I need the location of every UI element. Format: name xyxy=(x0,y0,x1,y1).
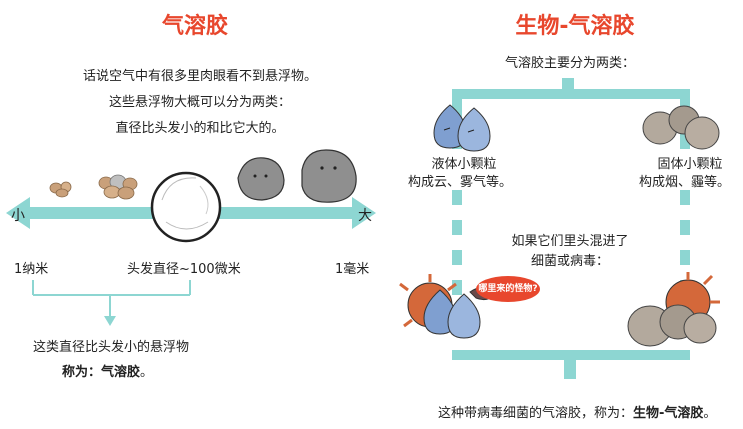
left-title: 气溶胶 xyxy=(161,14,228,39)
virus-rocks-cluster xyxy=(627,272,720,347)
solid-label-line-1: 固体小颗粒 xyxy=(657,157,723,172)
definition-line-1: 这类直径比头发小的悬浮物 xyxy=(33,340,190,355)
definition-prefix: 称为： xyxy=(62,365,102,380)
scale-label-hair: 头发直径~100微米 xyxy=(127,262,241,277)
bottom-suffix: 。 xyxy=(703,406,717,421)
tiny-dust-particles xyxy=(49,181,72,198)
right-subtitle: 气溶胶主要分为两类： xyxy=(504,56,635,71)
gray-rock-medium xyxy=(237,157,285,201)
small-range-bracket xyxy=(32,280,191,318)
hair-cross-section xyxy=(150,171,222,243)
intro-line-1: 话说空气中有很多里肉眼看不到悬浮物。 xyxy=(82,69,317,84)
solid-rocks xyxy=(642,105,720,150)
scale-label-nanometer: 1纳米 xyxy=(14,262,49,277)
definition-term: 气溶胶 xyxy=(101,365,141,380)
axis-large-label: 大 xyxy=(358,208,372,224)
liquid-label-line-2: 构成云、雾气等。 xyxy=(408,175,513,190)
scale-label-millimeter: 1毫米 xyxy=(335,262,370,277)
bottom-prefix: 这种带病毒细菌的气溶胶，称为： xyxy=(438,406,634,421)
liquid-droplets xyxy=(433,104,491,152)
liquid-label-line-1: 液体小颗粒 xyxy=(431,157,497,172)
bottom-definition: 这种带病毒细菌的气溶胶，称为：生物-气溶胶。 xyxy=(438,402,716,421)
axis-small-label: 小 xyxy=(11,208,25,224)
right-title: 生物-气溶胶 xyxy=(515,14,635,39)
bottom-term: 生物-气溶胶 xyxy=(633,406,704,421)
bracket-arrowhead xyxy=(104,316,116,326)
gray-rock-large xyxy=(301,149,357,203)
dust-clump xyxy=(98,174,138,200)
definition-suffix: 。 xyxy=(140,365,154,380)
definition-line-2: 称为：气溶胶。 xyxy=(62,361,153,380)
intro-line-3: 直径比头发小的和比它大的。 xyxy=(115,121,285,136)
speech-bubble: 哪里来的怪物? xyxy=(476,276,540,302)
intro-line-2: 这些悬浮物大概可以分为两类： xyxy=(108,95,291,110)
solid-label-line-2: 构成烟、霾等。 xyxy=(639,175,731,190)
mix-line-2: 细菌或病毒： xyxy=(530,254,609,269)
mix-line-1: 如果它们里头混进了 xyxy=(511,234,629,249)
